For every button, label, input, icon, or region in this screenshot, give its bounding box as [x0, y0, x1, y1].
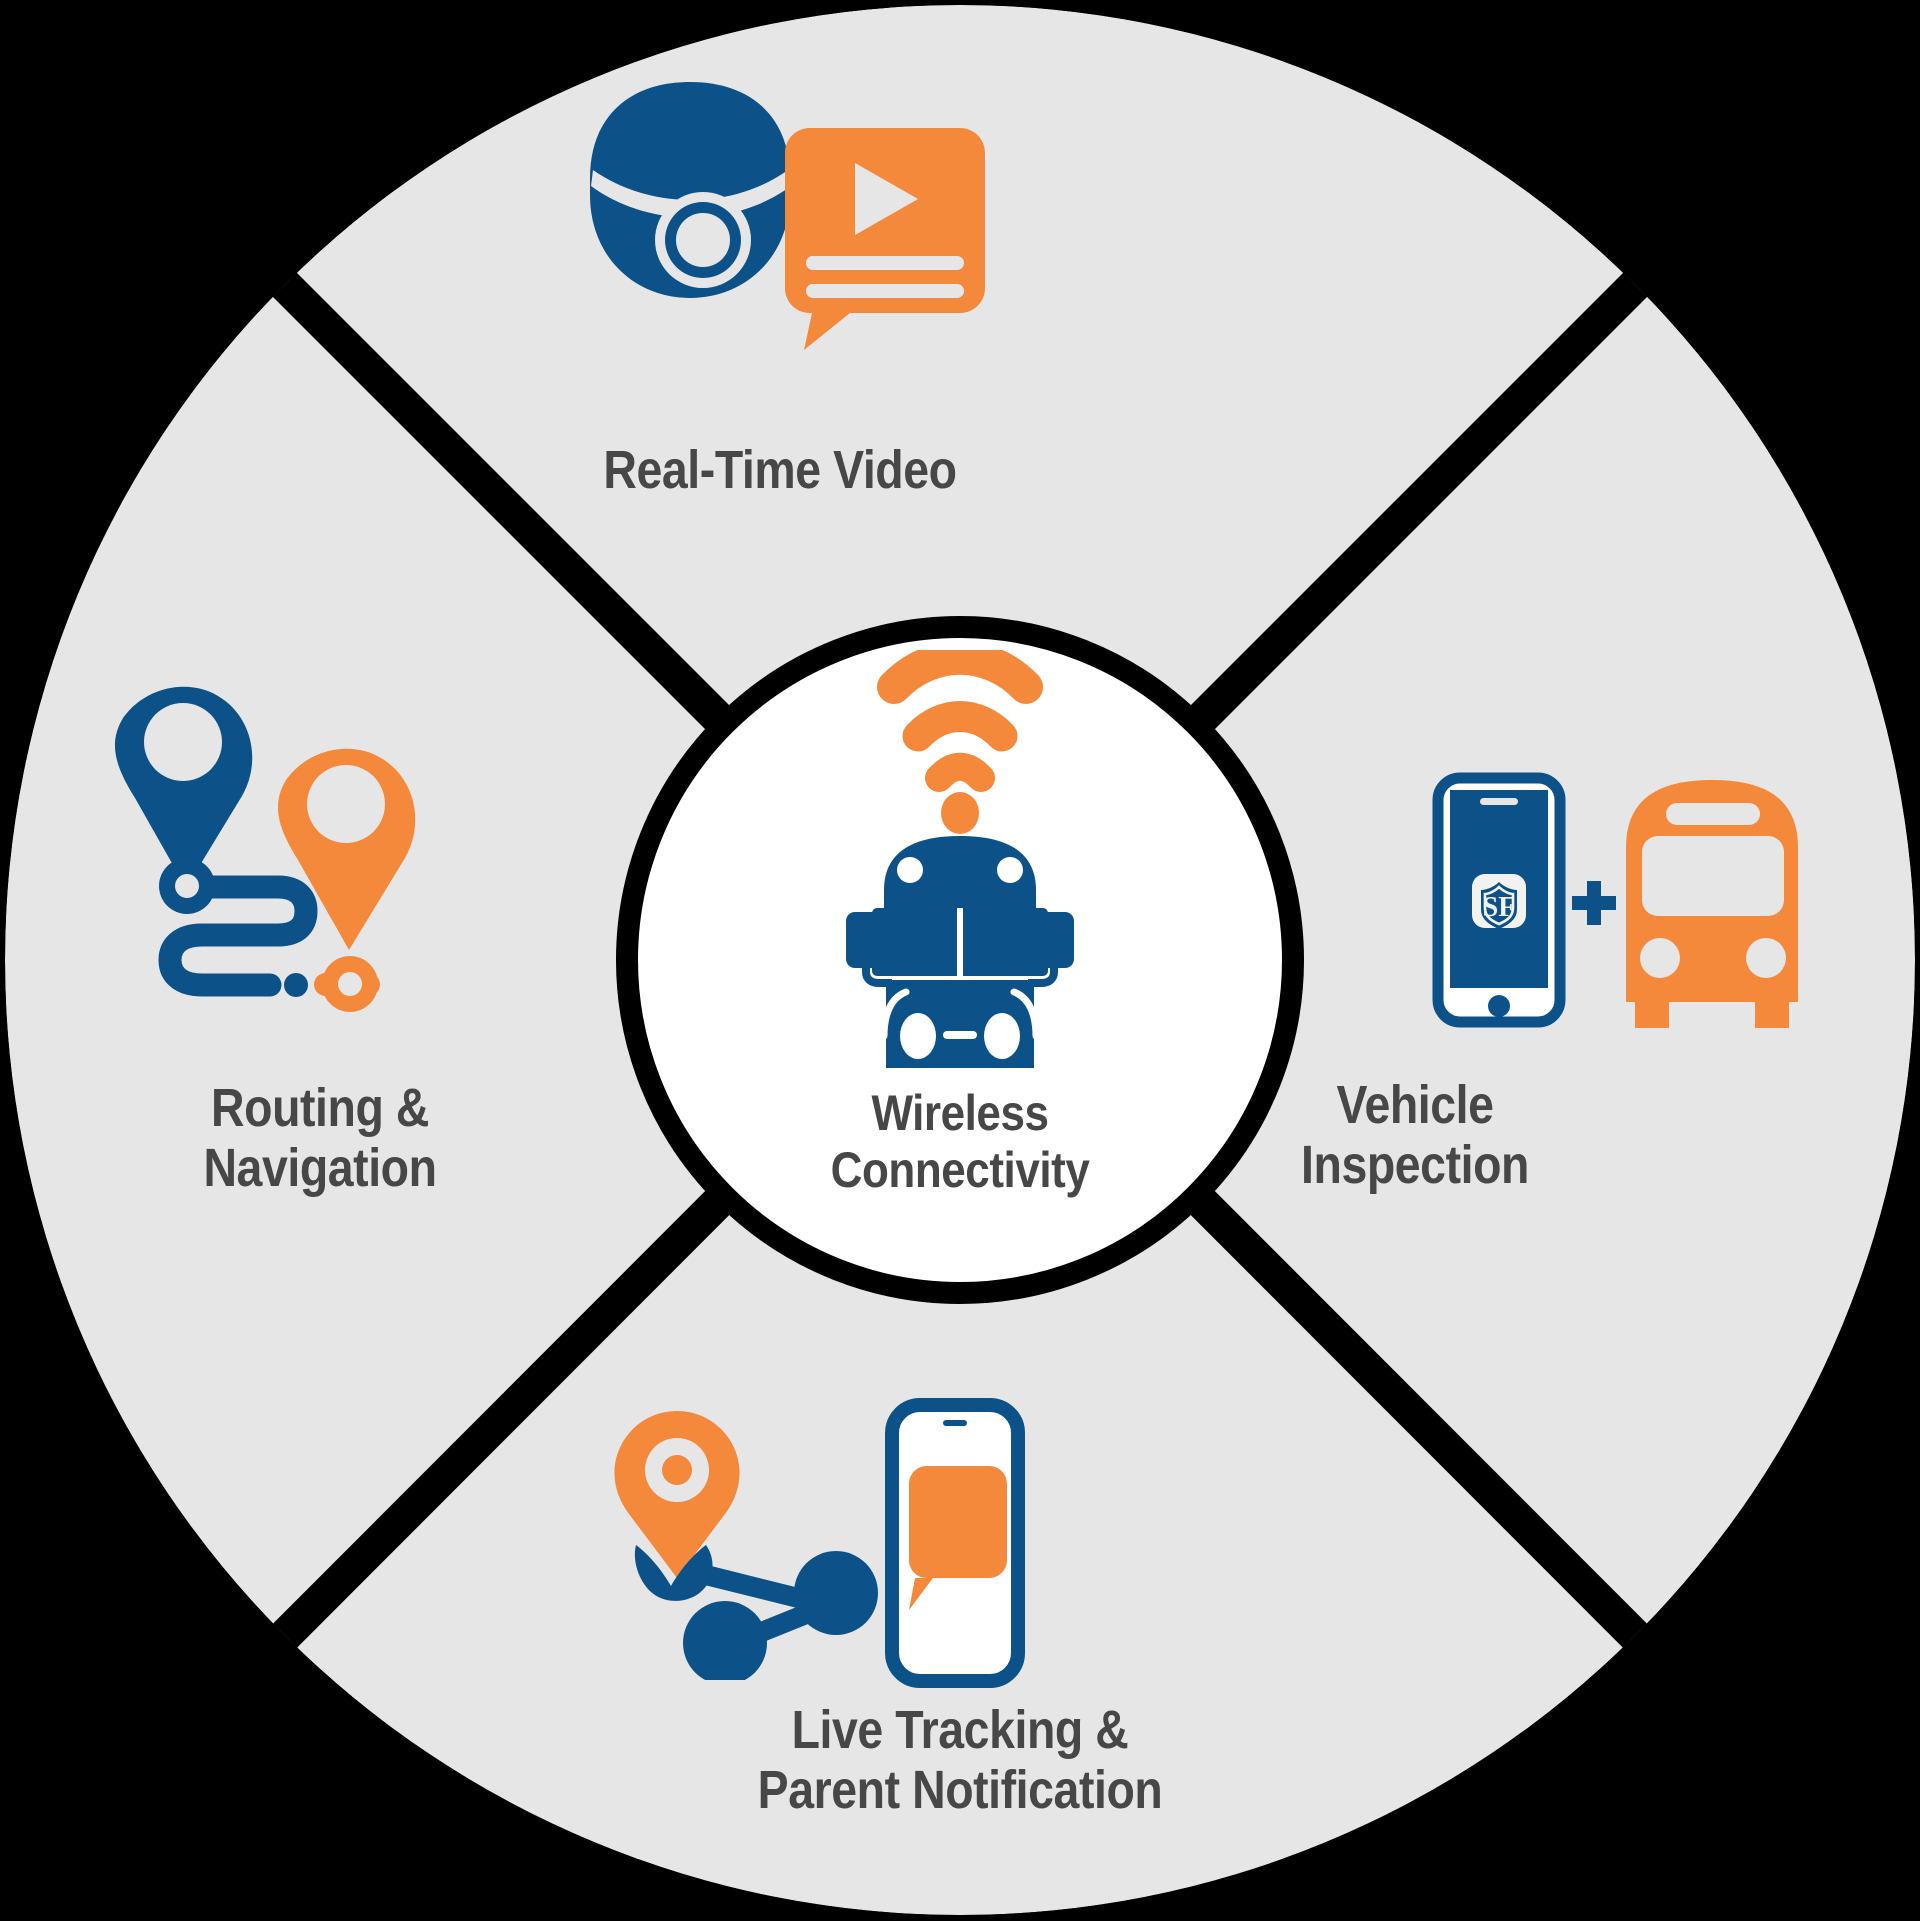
map-pin-end-icon — [277, 748, 416, 1012]
label-line-2: Navigation — [203, 1138, 437, 1199]
center-icon-group — [800, 650, 1120, 1070]
label-line-1: Routing & — [211, 1078, 429, 1138]
label-line-2: Inspection — [1301, 1135, 1529, 1196]
label-line-1: Real-Time Video — [603, 440, 957, 500]
center-label-line-1: Wireless — [871, 1085, 1049, 1141]
school-bus-front-icon — [846, 836, 1074, 1068]
segment-label-vehicle-inspection: Vehicle Inspection — [1200, 1075, 1630, 1196]
center-label: Wireless Connectivity — [696, 1085, 1224, 1199]
tablet-app-mark: SF — [1483, 892, 1516, 923]
smartphone-message-icon — [885, 1398, 1025, 1688]
dome-security-camera-icon — [590, 82, 791, 298]
center-label-line-2: Connectivity — [830, 1142, 1090, 1198]
route-dot — [284, 973, 308, 997]
smartphone-message-icon-group — [885, 1398, 1025, 1688]
live-tracking-icon-group — [585, 1400, 925, 1680]
label-line-1: Vehicle — [1336, 1075, 1494, 1135]
share-network-icon — [634, 1545, 878, 1680]
map-pin-target-icon — [614, 1411, 740, 1578]
label-line-2: Parent Notification — [757, 1760, 1163, 1821]
bus-front-icon — [1626, 780, 1798, 1028]
segment-label-live-tracking: Live Tracking & Parent Notification — [564, 1700, 1355, 1821]
routing-navigation-icon-group — [110, 670, 420, 1020]
label-line-1: Live Tracking & — [791, 1700, 1129, 1760]
video-play-bubble-icon — [785, 128, 985, 350]
tablet-app-icon: SF — [1432, 772, 1566, 1028]
segment-label-routing-navigation: Routing & Navigation — [96, 1078, 543, 1199]
wifi-dot — [941, 792, 979, 834]
vehicle-inspection-icon-group: SF — [1430, 770, 1830, 1030]
plus-icon — [1572, 881, 1616, 925]
real-time-video-icon-group — [560, 60, 1000, 350]
segment-label-real-time-video: Real-Time Video — [522, 440, 1038, 500]
wifi-signal-icon — [877, 650, 1043, 792]
map-pin-start-icon — [114, 686, 253, 888]
route-start-node-hole — [175, 874, 199, 898]
